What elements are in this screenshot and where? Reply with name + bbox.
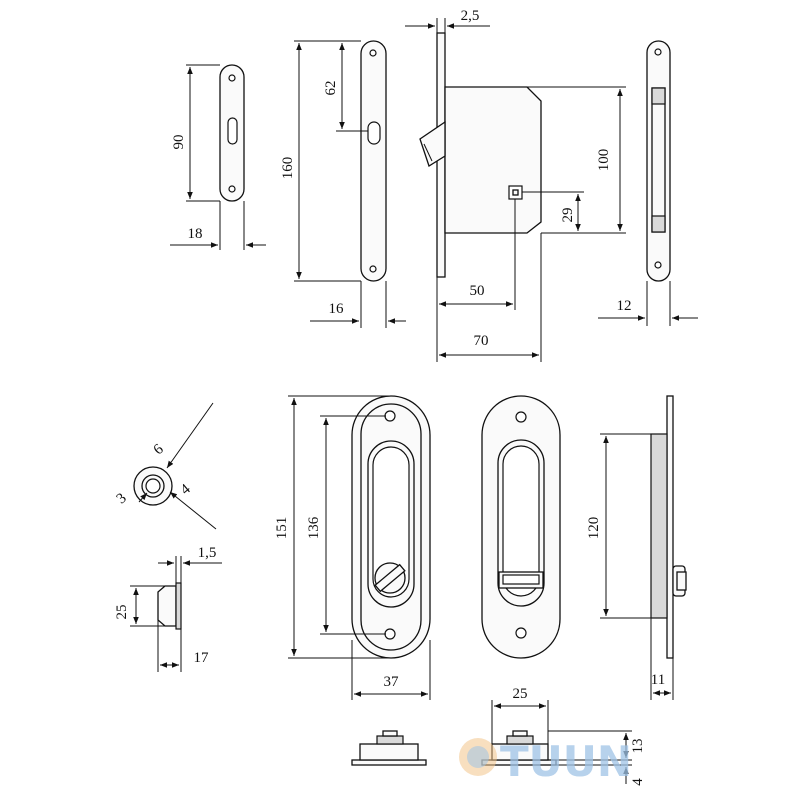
handle-b-spacing-dimension: 120 [586, 433, 651, 619]
turn-width-dimension: 25 [491, 686, 549, 744]
body-depth-dimension: 70 [439, 233, 542, 362]
handle-b-depth-label: 11 [651, 672, 665, 688]
pin-width-label: 1,5 [198, 545, 217, 561]
handle-front-view [351, 395, 431, 659]
strike-width-dimension: 12 [598, 281, 698, 326]
watermark: TUUN [459, 737, 632, 786]
pin-height-label: 25 [114, 605, 130, 620]
handle-height-label: 151 [274, 517, 290, 540]
faceplate-small [219, 64, 245, 202]
handle-side-profile [650, 395, 687, 659]
handle-height-dimension: 151 [274, 395, 390, 659]
handle-back-view [481, 395, 561, 659]
strike-width-label: 12 [617, 298, 632, 314]
backset-label: 50 [470, 283, 485, 299]
spindle-offset-label: 29 [560, 208, 576, 223]
faceplate-small-height-dimension: 90 [171, 64, 220, 202]
faceplate-large-hole-offset-label: 62 [323, 81, 339, 96]
spindle-offset-dimension: 29 [522, 191, 584, 231]
lock-body-height-label: 100 [596, 149, 612, 172]
faceplate-large [360, 40, 387, 282]
body-depth-label: 70 [474, 333, 489, 349]
pin-depth-label: 17 [194, 650, 210, 666]
handle-hole-spacing-label: 136 [306, 516, 322, 539]
turn-depth-label: 4 [630, 778, 646, 786]
faceplate-large-height-label: 160 [280, 157, 296, 180]
faceplate-small-width-dimension: 18 [170, 201, 266, 250]
faceplate-large-width-dimension: 16 [310, 281, 406, 328]
strike-plate [646, 40, 671, 282]
faceplate-large-width-label: 16 [329, 301, 345, 317]
flange-thickness-label: 2,5 [461, 8, 480, 24]
faceplate-large-height-dimension: 160 [280, 40, 361, 282]
faceplate-large-hole-offset-dimension: 62 [323, 43, 368, 132]
faceplate-small-height-label: 90 [171, 135, 187, 150]
backset-dimension: 50 [436, 199, 516, 362]
faceplate-small-width-label: 18 [188, 226, 203, 242]
turn-depth-dimension: 4 [556, 764, 646, 786]
turn-height-label: 13 [630, 739, 646, 754]
knob-small-label: 3 [114, 490, 130, 507]
pin-detail: 1,5 25 17 [114, 545, 222, 672]
knob-inner-label: 4 [178, 481, 194, 498]
turn-height-dimension: 13 [548, 730, 646, 761]
turn-width-label: 25 [513, 686, 528, 702]
handle-b-depth-dimension: 11 [650, 618, 674, 700]
flange-thickness-dimension: 2,5 [405, 8, 490, 33]
knob-detail: 6 4 3 [114, 402, 217, 530]
handle-width-label: 37 [384, 674, 400, 690]
watermark-text: TUUN [500, 737, 632, 786]
handle-width-dimension: 37 [351, 640, 431, 700]
handle-hole-spacing-dimension: 136 [306, 415, 386, 635]
handle-b-spacing-label: 120 [586, 517, 602, 540]
turn-profile-left [351, 730, 427, 766]
knob-outer-label: 6 [151, 441, 167, 458]
lock-body-height-dimension: 100 [527, 86, 626, 234]
lock-body [419, 32, 542, 278]
